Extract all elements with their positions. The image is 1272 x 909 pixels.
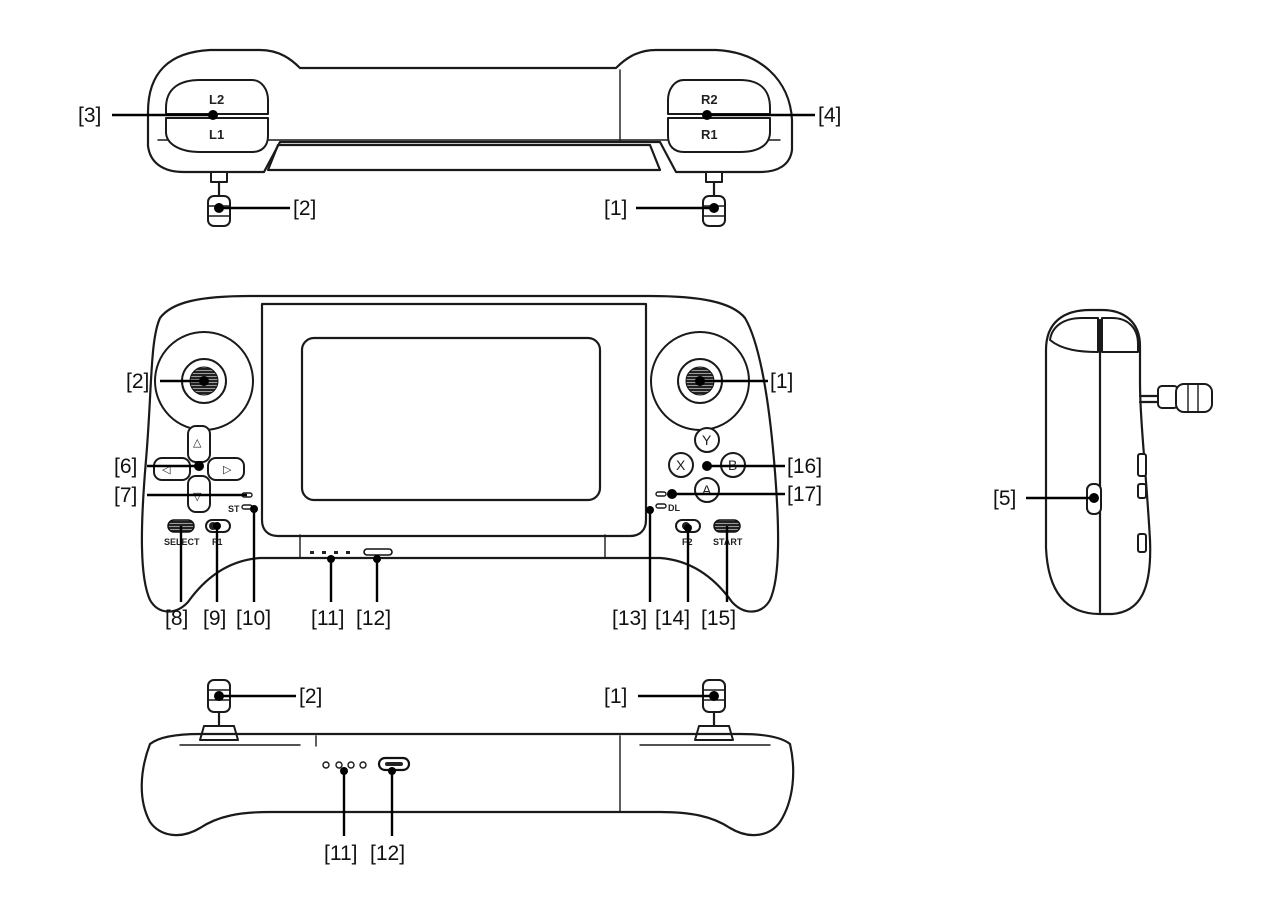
callout-4: [4] xyxy=(818,104,841,127)
callout-11-bottom: [11] xyxy=(324,842,357,865)
r1-bumper xyxy=(667,117,771,153)
callout-16: [16] xyxy=(787,455,822,478)
callout-6: [6] xyxy=(114,455,137,478)
callout-9: [9] xyxy=(203,607,226,630)
callout-17: [17] xyxy=(787,483,822,506)
left-stick-stem-top xyxy=(207,171,231,227)
callout-2-front-dot xyxy=(199,376,209,386)
callout-10: [10] xyxy=(236,607,271,630)
r2-label: R2 xyxy=(701,92,718,107)
callout-12-bottom-dot xyxy=(388,767,396,775)
callout-12-bottom: [12] xyxy=(370,842,405,865)
led-upper-right xyxy=(655,491,667,497)
bottom-view: [2] [1] [11] [12] xyxy=(140,679,795,865)
callout-12-front: [12] xyxy=(356,607,391,630)
callout-3: [3] xyxy=(78,104,101,127)
callout-5-dot xyxy=(1089,493,1099,503)
dpad-left-glyph: ◁ xyxy=(162,463,171,476)
side-view-bumper xyxy=(1049,317,1099,353)
st-label: ST xyxy=(228,504,240,514)
callout-2-bottom-dot xyxy=(214,691,224,701)
side-view-button-2 xyxy=(1137,483,1147,499)
callout-10-dot xyxy=(250,505,258,513)
bottom-view-body-outline xyxy=(140,732,795,837)
callout-12-front-dot xyxy=(373,555,381,563)
screen-bezel xyxy=(260,302,648,538)
l2-label: L2 xyxy=(209,92,224,107)
callout-1-front-dot xyxy=(695,376,705,386)
button-y xyxy=(694,427,720,453)
callout-4-dot xyxy=(702,110,712,120)
dpad-down-glyph: ▽ xyxy=(193,490,202,503)
side-view-trigger xyxy=(1101,317,1139,353)
side-view-button-1 xyxy=(1137,453,1147,477)
dpad-right xyxy=(207,457,245,481)
dpad-right-glyph: ▷ xyxy=(223,463,232,476)
front-usb-port xyxy=(363,548,393,556)
right-stick-stem-top xyxy=(702,171,726,227)
callout-17-dot xyxy=(667,489,677,499)
callout-8: [8] xyxy=(165,607,188,630)
top-view: L2 L1 R2 R1 [3] [4] [2] xyxy=(78,48,841,227)
callout-1-top: [1] xyxy=(604,197,627,220)
left-stick-stem-bottom xyxy=(199,679,239,741)
button-x xyxy=(668,452,694,478)
button-a-label: A xyxy=(702,482,712,498)
callout-9-dot xyxy=(213,522,221,530)
callout-1-top-dot xyxy=(709,203,719,213)
callout-14: [14] xyxy=(655,607,690,630)
l1-bumper xyxy=(165,117,269,153)
callout-1-bottom: [1] xyxy=(604,685,627,708)
top-view-back-panel xyxy=(266,143,662,172)
front-view: △ ▽ ◁ ▷ Y X B A ST DL SELECT F1 xyxy=(114,294,822,630)
callout-1-bottom-dot xyxy=(709,691,719,701)
callout-6-dot xyxy=(194,461,204,471)
l2-trigger xyxy=(165,79,269,115)
button-y-label: Y xyxy=(702,432,712,448)
dl-label: DL xyxy=(668,503,680,513)
callout-16-dot xyxy=(702,461,712,471)
callout-2-top-dot xyxy=(214,203,224,213)
led-dl xyxy=(655,503,667,509)
button-a xyxy=(694,477,720,503)
l1-label: L1 xyxy=(209,127,224,142)
callout-2-bottom: [2] xyxy=(299,685,322,708)
side-view: [5] xyxy=(993,308,1213,616)
callout-11-front-dot xyxy=(327,555,335,563)
callout-14-dot xyxy=(684,524,692,532)
callout-15: [15] xyxy=(701,607,736,630)
callout-13-dot xyxy=(646,506,654,514)
side-view-stick xyxy=(1138,383,1213,413)
right-stick-stem-bottom xyxy=(694,679,734,741)
r2-trigger xyxy=(667,79,771,115)
callout-2-top: [2] xyxy=(293,197,316,220)
side-view-body-outline xyxy=(1044,308,1152,616)
bottom-port-dots xyxy=(322,761,367,769)
r1-label: R1 xyxy=(701,127,718,142)
button-x-label: X xyxy=(676,457,686,473)
callout-5: [5] xyxy=(993,487,1016,510)
front-port-dots xyxy=(310,551,350,554)
front-view-body-outline xyxy=(140,294,780,613)
callout-11-front: [11] xyxy=(311,607,344,630)
callout-13: [13] xyxy=(612,607,647,630)
callout-2-front: [2] xyxy=(126,370,149,393)
callout-1-front: [1] xyxy=(770,370,793,393)
callout-3-dot xyxy=(208,110,218,120)
dpad-left xyxy=(153,457,191,481)
bottom-usb-port-inner xyxy=(385,762,403,766)
display-screen xyxy=(300,336,602,502)
dpad-up-glyph: △ xyxy=(193,436,202,449)
callout-11-bottom-dot xyxy=(340,767,348,775)
callout-7: [7] xyxy=(114,484,137,507)
side-view-button-3 xyxy=(1137,533,1147,553)
